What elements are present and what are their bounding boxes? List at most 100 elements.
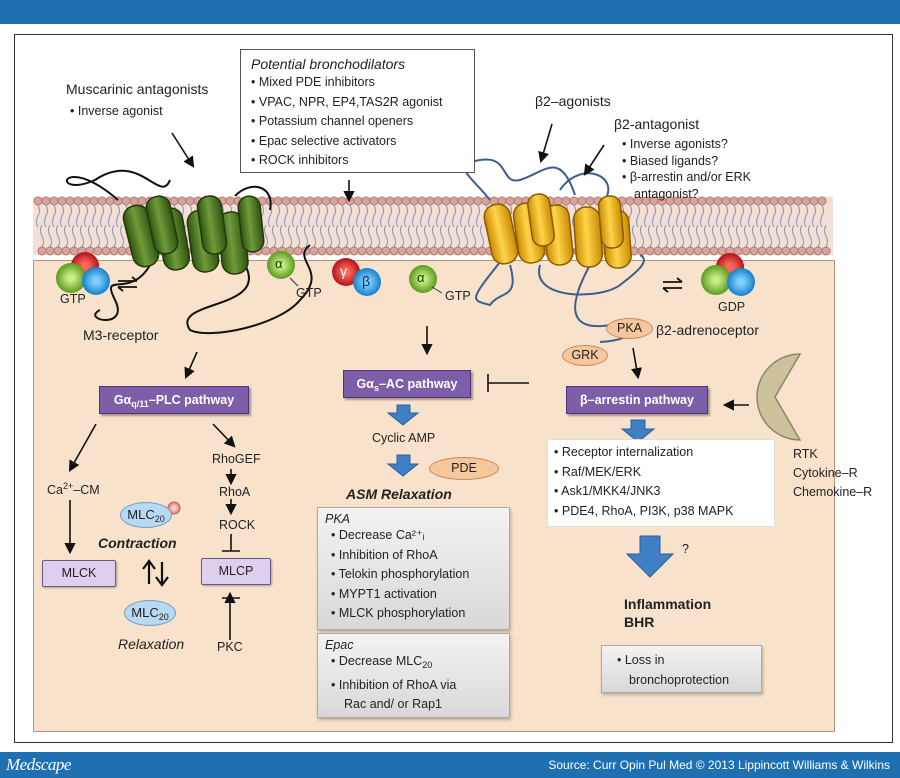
beta2-adrenoceptor-icon bbox=[463, 158, 645, 343]
lipid-head bbox=[273, 196, 283, 206]
lipid-head bbox=[333, 246, 343, 256]
mlc-text: MLC bbox=[127, 507, 155, 522]
gdp-label: GDP bbox=[718, 300, 746, 314]
lipid-tail bbox=[740, 204, 748, 248]
mlc20-oval: MLC20 bbox=[124, 600, 176, 626]
inflammation-label: Inflammation bbox=[624, 596, 712, 612]
b2-adrenoceptor-label: β2-adrenoceptor bbox=[656, 322, 760, 338]
pka-item: • Inhibition of RhoA bbox=[331, 547, 438, 562]
potential-item: • Epac selective activators bbox=[251, 133, 397, 148]
lipid-head bbox=[373, 246, 383, 256]
potential-item: • ROCK inhibitors bbox=[251, 153, 349, 167]
potential-item-text: Potassium channel openers bbox=[258, 114, 414, 128]
lipid-tail bbox=[644, 204, 652, 248]
lipid-head bbox=[33, 196, 43, 206]
lipid-tail bbox=[348, 204, 356, 248]
lipid-head bbox=[293, 246, 303, 256]
source-citation: Source: Curr Opin Pul Med © 2013 Lippinc… bbox=[548, 758, 890, 772]
pka-oval: PKA bbox=[606, 318, 653, 339]
epac-sub: 20 bbox=[422, 660, 433, 670]
rhoa-label: RhoA bbox=[219, 485, 251, 499]
lipid-head bbox=[561, 196, 571, 206]
lipid-head bbox=[637, 246, 647, 256]
lipid-head bbox=[785, 196, 795, 206]
lipid-head bbox=[433, 196, 443, 206]
beta-label: β bbox=[362, 273, 371, 289]
lipid-tail bbox=[100, 204, 108, 248]
b2-antagonist-title: β2-antagonist bbox=[614, 116, 700, 132]
lipid-tail bbox=[708, 204, 716, 248]
gtp-label-left-2: GTP bbox=[296, 286, 322, 300]
epac-title: Epac bbox=[325, 638, 354, 652]
lipid-tail bbox=[276, 204, 284, 248]
pde-oval: PDE bbox=[429, 457, 499, 480]
lipid-head bbox=[357, 246, 367, 256]
pathway-arrows bbox=[64, 123, 749, 640]
medscape-logo[interactable]: Medscape bbox=[6, 755, 71, 774]
lipid-head bbox=[393, 196, 403, 206]
lipid-head bbox=[797, 246, 807, 256]
rtk-label: Chemokine–R bbox=[793, 485, 873, 499]
lipid-tail bbox=[452, 204, 460, 248]
lipid-head bbox=[117, 246, 127, 256]
lipid-head bbox=[381, 246, 391, 256]
mlc-sub: 20 bbox=[158, 612, 169, 622]
lipid-head bbox=[297, 196, 307, 206]
lipid-tail bbox=[60, 204, 68, 248]
gs-ac-pathway-box: Gαs–AC pathway bbox=[343, 370, 471, 398]
lipid-tail bbox=[772, 204, 780, 248]
lipid-head bbox=[421, 246, 431, 256]
lipid-tail bbox=[436, 204, 444, 248]
mlck-box: MLCK bbox=[42, 560, 116, 587]
lipid-head bbox=[669, 246, 679, 256]
pka-item-text: Decrease Ca²⁺ᵢ bbox=[338, 528, 425, 542]
arrestin-effect-item: • Ask1/MKK4/JNK3 bbox=[554, 484, 661, 498]
loss-line-cont: bronchoprotection bbox=[629, 672, 730, 687]
gtp-label-left: GTP bbox=[60, 292, 86, 306]
asm-relaxation-label: ASM Relaxation bbox=[346, 486, 452, 502]
lipid-tail bbox=[308, 204, 316, 248]
pka-item-text: Telokin phosphorylation bbox=[338, 567, 470, 581]
arrestin-effect-item-text: Receptor internalization bbox=[561, 445, 694, 459]
pka-list: • Decrease Ca²⁺ᵢ • Inhibition of RhoA • Te… bbox=[318, 526, 509, 624]
lipid-tail bbox=[52, 204, 60, 248]
lipid-head bbox=[177, 196, 187, 206]
lipid-head bbox=[105, 196, 115, 206]
lipid-head bbox=[49, 196, 59, 206]
lipid-head bbox=[437, 246, 447, 256]
lipid-head bbox=[569, 196, 579, 206]
lipid-head bbox=[97, 196, 107, 206]
lipid-head bbox=[369, 196, 379, 206]
lipid-head bbox=[289, 196, 299, 206]
lipid-head bbox=[417, 196, 427, 206]
right-g-protein-icon bbox=[701, 253, 755, 296]
lipid-head bbox=[477, 246, 487, 256]
lipid-head bbox=[701, 246, 711, 256]
lipid-tail bbox=[764, 204, 772, 248]
lipid-tail bbox=[428, 204, 436, 248]
lipid-head bbox=[137, 196, 147, 206]
lipid-head bbox=[441, 196, 451, 206]
lipid-head bbox=[321, 196, 331, 206]
pka-item: • Decrease Ca²⁺ᵢ bbox=[331, 528, 425, 542]
lipid-tail bbox=[116, 204, 124, 248]
left-g-protein-icon bbox=[56, 251, 299, 295]
lipid-head bbox=[281, 196, 291, 206]
ca-text: –CM bbox=[73, 483, 100, 497]
lipid-head bbox=[361, 196, 371, 206]
lipid-head bbox=[109, 246, 119, 256]
pka-item: • Telokin phosphorylation bbox=[331, 567, 470, 581]
lipid-head bbox=[685, 246, 695, 256]
lipid-head bbox=[453, 246, 463, 256]
gq-plc-pathway-box: Gαq/11–PLC pathway bbox=[99, 386, 249, 414]
lipid-head bbox=[577, 196, 587, 206]
alpha-label-middle: α bbox=[417, 270, 425, 285]
lipid-head bbox=[397, 246, 407, 256]
lipid-tail bbox=[420, 204, 428, 248]
lipid-tail bbox=[468, 204, 476, 248]
lipid-tail bbox=[68, 204, 76, 248]
lipid-head bbox=[813, 246, 823, 256]
lipid-head bbox=[169, 196, 179, 206]
lipid-tail bbox=[404, 204, 412, 248]
epac-item: • Inhibition of RhoA via bbox=[331, 677, 457, 692]
